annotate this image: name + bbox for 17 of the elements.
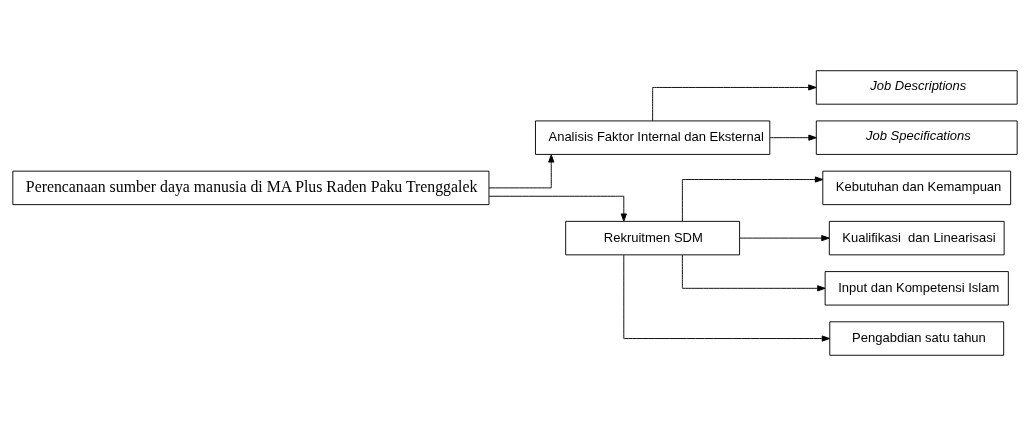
arrow: [488, 153, 555, 188]
node-box: Job Specifications: [815, 119, 1018, 155]
node-box: Input dan Kompetensi Islam: [824, 270, 1009, 306]
arrow: [681, 175, 824, 222]
node-box: Pengabdian satu tahun: [829, 320, 1005, 356]
arrow: [681, 254, 826, 291]
arrow: [652, 83, 817, 121]
node-box: Job Descriptions: [815, 69, 1018, 105]
node-box: Perencanaan sumber daya manusia di MA Plus Raden Paku Trenggalek: [12, 170, 490, 205]
arrow: [488, 195, 627, 222]
node-box: Rekruitmen SDM: [565, 220, 741, 255]
arrow: [623, 254, 831, 342]
node-box: Kualifikasi dan Linearisasi: [828, 220, 1005, 255]
arrow: [769, 134, 817, 141]
node-box: Analisis Faktor Internal dan Eksternal: [535, 119, 771, 155]
node-box: Kebutuhan dan Kemampuan: [822, 170, 1012, 205]
arrow: [739, 234, 830, 241]
